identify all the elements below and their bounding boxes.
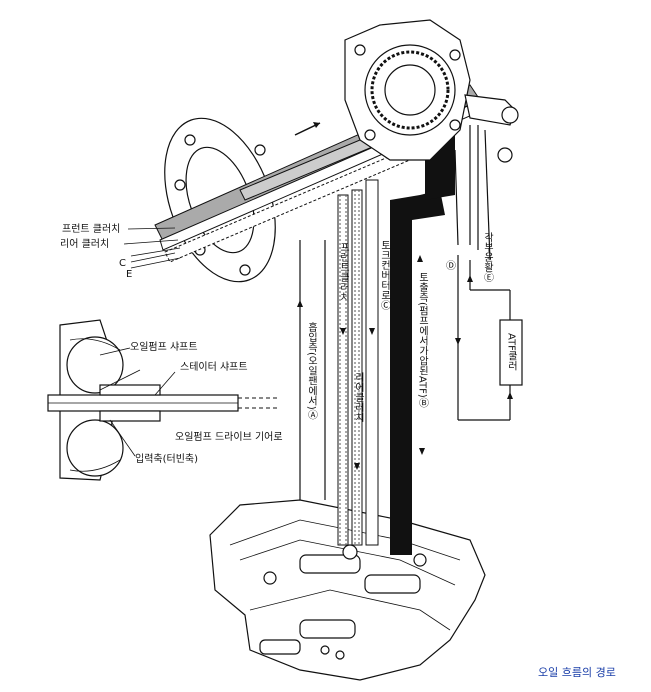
label-path-c: 토크컨버터로Ⓒ xyxy=(379,240,391,310)
flow-arrows xyxy=(297,255,425,470)
valve-body xyxy=(209,499,486,681)
pump-housing xyxy=(344,19,519,261)
label-path-rear-clutch: 리어클러치 xyxy=(353,372,365,423)
label-input-shaft: 입력축(터빈축) xyxy=(135,452,198,465)
label-path-e: 각부윤활Ⓔ xyxy=(482,232,494,282)
cooler-circuit xyxy=(455,255,523,421)
figure-caption: 오일 흐름의 경로 xyxy=(538,666,616,679)
label-path-b: 토출측(펌프에서가압된ATF)Ⓑ xyxy=(417,272,429,408)
atf-cooler-box xyxy=(499,319,523,386)
label-c: C xyxy=(119,258,126,269)
label-oil-pump-shaft: 오일펌프 샤프트 xyxy=(130,341,198,353)
label-atf-cooler: ATF쿨러 xyxy=(506,333,518,372)
leader-lines xyxy=(99,227,181,457)
label-path-a: 흡입측(오일팬에서)Ⓐ xyxy=(306,321,318,420)
label-stator-shaft: 스테이터 샤프트 xyxy=(180,361,248,373)
labels: 프런트 클러치 리어 클러치 C E 오일펌프 샤프트 스테이터 샤프트 오일펌… xyxy=(60,223,517,465)
torque-converter-inset xyxy=(47,319,280,481)
vertical-passages xyxy=(299,135,455,555)
label-path-d: Ⓓ xyxy=(446,260,456,272)
label-oil-pump-drive-gear: 오일펌프 드라이브 기어로 xyxy=(175,431,283,443)
label-path-front-clutch: 프런트클러치 xyxy=(338,242,350,303)
label-e: E xyxy=(126,269,132,280)
label-rear-clutch: 리어 클러치 xyxy=(60,238,109,250)
label-front-clutch: 프런트 클러치 xyxy=(62,223,120,235)
